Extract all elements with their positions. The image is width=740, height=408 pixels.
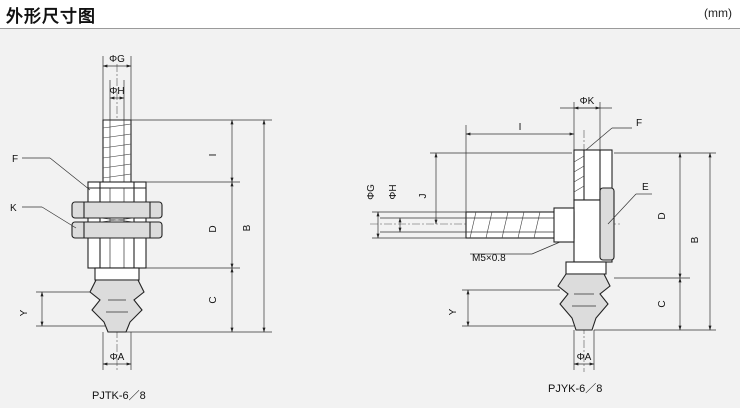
left-dim-h: ΦH — [109, 86, 124, 97]
unit-label: (mm) — [704, 6, 732, 20]
right-dim-k: ΦK — [580, 96, 595, 107]
left-dim-c: C — [208, 296, 219, 303]
left-dim-a: ΦA — [110, 352, 125, 363]
right-dim-j: J — [418, 194, 429, 199]
pjtk-drawing: ΦG ΦH I D C B Y ΦA F — [10, 54, 272, 402]
right-label-e: E — [642, 182, 649, 193]
right-dim-a: ΦA — [577, 352, 592, 363]
right-dim-c: C — [657, 300, 668, 307]
left-model: PJTK-6／8 — [92, 389, 146, 402]
right-dim-b: B — [690, 236, 701, 243]
left-label-f: F — [12, 154, 18, 165]
right-dim-g: ΦG — [366, 184, 377, 200]
pjyk-drawing: ΦK I F E J ΦG ΦH M5×0.8 — [366, 96, 716, 395]
right-dim-y: Y — [448, 308, 459, 315]
page-title: 外形尺寸图 — [6, 7, 96, 27]
right-dim-h: ΦH — [388, 184, 399, 199]
left-dim-i: I — [208, 154, 219, 157]
right-dim-i: I — [519, 122, 522, 133]
left-dim-g: ΦG — [109, 54, 125, 65]
header-divider — [0, 28, 740, 29]
left-dim-b: B — [242, 224, 253, 231]
right-thread: M5×0.8 — [472, 253, 506, 264]
right-model: PJYK-6／8 — [548, 382, 602, 395]
right-dim-d: D — [657, 212, 668, 219]
right-label-f: F — [636, 118, 642, 129]
left-dim-y: Y — [19, 309, 30, 316]
left-label-k: K — [10, 203, 17, 214]
left-dim-d: D — [208, 225, 219, 232]
